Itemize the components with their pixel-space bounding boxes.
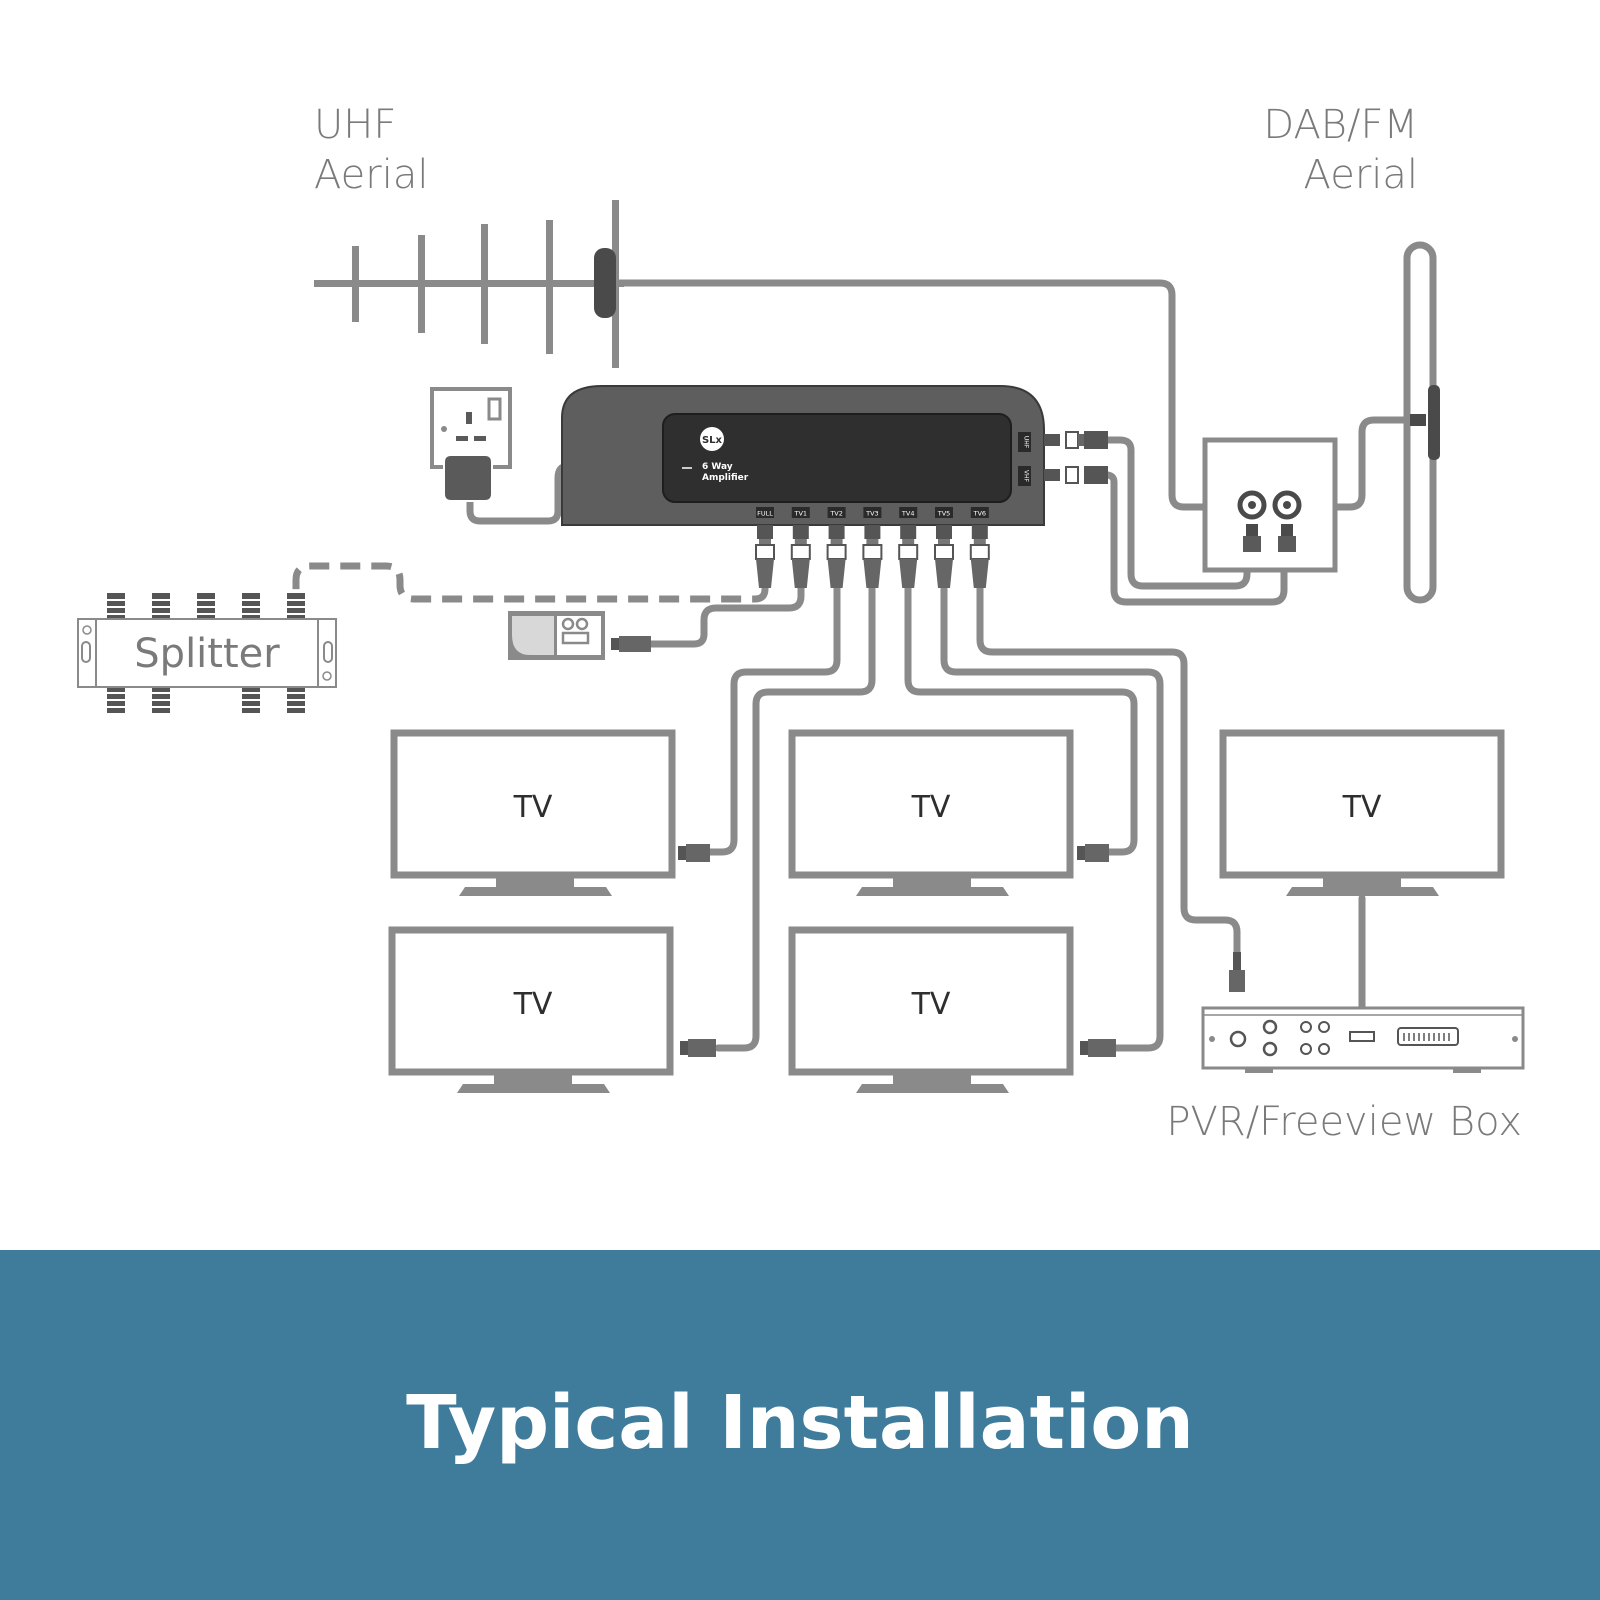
port-tv2: TV2: [826, 507, 847, 588]
dab-aerial-label-line1: DAB/FM: [1263, 102, 1418, 148]
tv-top-left: TV: [390, 729, 710, 896]
tv-bottom-middle-label: TV: [911, 987, 951, 1022]
uhf-aerial-cable: [616, 279, 1209, 511]
uhf-aerial-label-line2: Aerial: [314, 152, 429, 198]
tv4-cable: [904, 584, 1138, 856]
power-cable: [466, 462, 572, 525]
power-socket-icon: [430, 387, 512, 502]
pvr-box: [1201, 952, 1525, 1073]
tv-bottom-middle: TV: [788, 926, 1116, 1093]
full-dashed-cable: [292, 562, 769, 604]
tv-bottom-left: TV: [388, 926, 716, 1093]
port-tv1: TV1: [790, 507, 811, 588]
port-tv5: TV5: [934, 507, 954, 588]
input-vhf-label: VHF: [1023, 470, 1030, 483]
pvr-label: PVR/Freeview Box: [1166, 1099, 1522, 1145]
cables: [466, 279, 1409, 1052]
tv-bottom-left-label: TV: [513, 987, 553, 1022]
uhf-aerial-icon: [314, 200, 624, 368]
tv1-cable: [646, 584, 805, 648]
vhf-input-cable: [1102, 471, 1288, 606]
tv-top-right: TV: [1219, 729, 1505, 896]
port-full-label: FULL: [757, 510, 773, 518]
uhf-input-cable: [1104, 436, 1251, 590]
splitter-device: Splitter: [77, 593, 337, 713]
port-tv6: TV6: [969, 507, 990, 588]
tv3-cable: [714, 584, 876, 1052]
dab-aerial-icon: [1403, 241, 1440, 604]
tv-top-right-label: TV: [1342, 790, 1382, 825]
amplifier-model-line2: Amplifier: [702, 473, 749, 483]
wall-plate-icon: [1202, 437, 1338, 573]
banner-title: Typical Installation: [406, 1380, 1194, 1466]
input-connectors: [1044, 431, 1108, 484]
title-banner: Typical Installation: [0, 1250, 1600, 1600]
tv-top-middle: TV: [788, 729, 1109, 896]
port-tv5-label: TV5: [937, 510, 951, 518]
input-uhf-label: UHF: [1023, 436, 1030, 449]
port-tv4: TV4: [898, 507, 919, 588]
splitter-label: Splitter: [134, 631, 280, 677]
amplifier-ports: FULL TV1 TV2 TV3 TV4 TV5 TV6: [755, 507, 990, 588]
uhf-aerial-label-line1: UHF: [314, 102, 397, 148]
amplifier-model-line1: 6 Way: [702, 462, 733, 472]
port-tv2-label: TV2: [829, 510, 843, 518]
vcr-icon: [508, 611, 651, 660]
port-tv1-label: TV1: [794, 510, 808, 518]
port-tv3: TV3: [862, 507, 883, 588]
tv-top-middle-label: TV: [911, 790, 951, 825]
tv2-cable: [702, 584, 841, 856]
tv5-cable: [940, 584, 1164, 1052]
brand-logo-icon: [700, 427, 724, 451]
dab-aerial-label: DAB/FM Aerial: [1263, 100, 1418, 200]
uhf-aerial-label: UHF Aerial: [314, 100, 428, 200]
port-full: FULL: [755, 507, 775, 588]
tv6-cable: [976, 584, 1241, 956]
port-tv6-label: TV6: [973, 510, 987, 518]
port-tv4-label: TV4: [901, 510, 915, 518]
brand-logo-text: SLx: [702, 435, 723, 446]
port-tv3-label: TV3: [865, 510, 879, 518]
amplifier-unit: SLx 6 Way Amplifier UHF VHF: [561, 385, 1045, 526]
dab-aerial-cable: [1330, 416, 1409, 511]
tv-top-left-label: TV: [513, 790, 553, 825]
dab-aerial-label-line2: Aerial: [1303, 152, 1418, 198]
